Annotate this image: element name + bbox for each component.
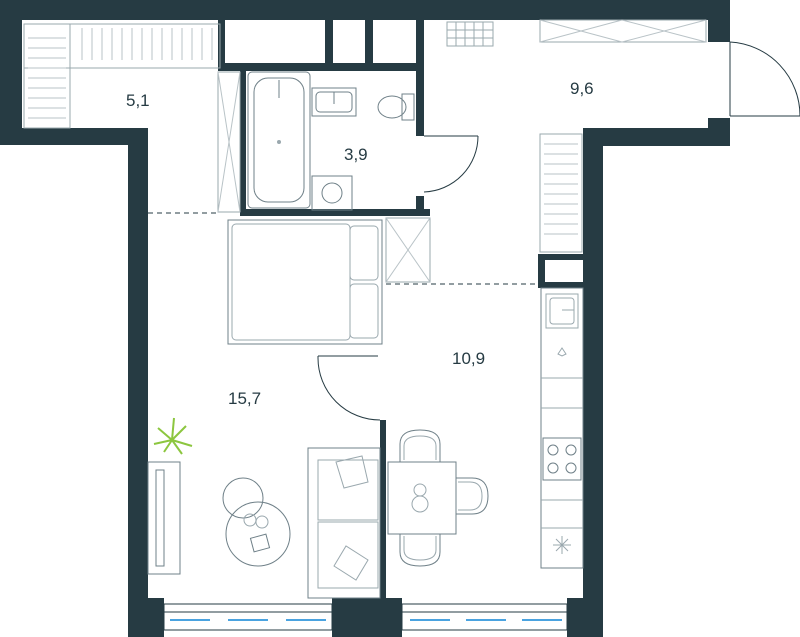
room-area-storage: 5,1 [126,91,150,110]
shoe-rack-icon [446,21,494,47]
double-bed-icon [227,219,383,345]
kitchen-sink-icon [545,293,579,329]
room-area-kitchen: 10,9 [452,349,485,368]
sofa-icon [307,447,381,599]
room-area-living-room: 15,7 [228,389,261,408]
room-area-bathroom: 3,9 [344,145,368,164]
cooktop-icon [542,437,582,481]
washing-machine-icon [311,175,353,211]
zone-dividers [148,212,540,285]
plant-icon [153,417,193,455]
toilet-icon [377,93,415,121]
dining-table-icon [387,429,489,567]
entrance-door-icon [729,41,800,117]
room-area-entrance-hall: 9,6 [570,79,594,98]
tv-stand-icon [147,461,181,575]
walls [0,0,730,637]
doors [317,41,800,421]
windows [163,603,568,631]
wardrobe-icon [23,19,707,283]
kitchen-counter [540,287,584,569]
sink-icon [311,87,357,117]
bathtub-icon [247,71,311,209]
round-table-icon [222,477,291,567]
